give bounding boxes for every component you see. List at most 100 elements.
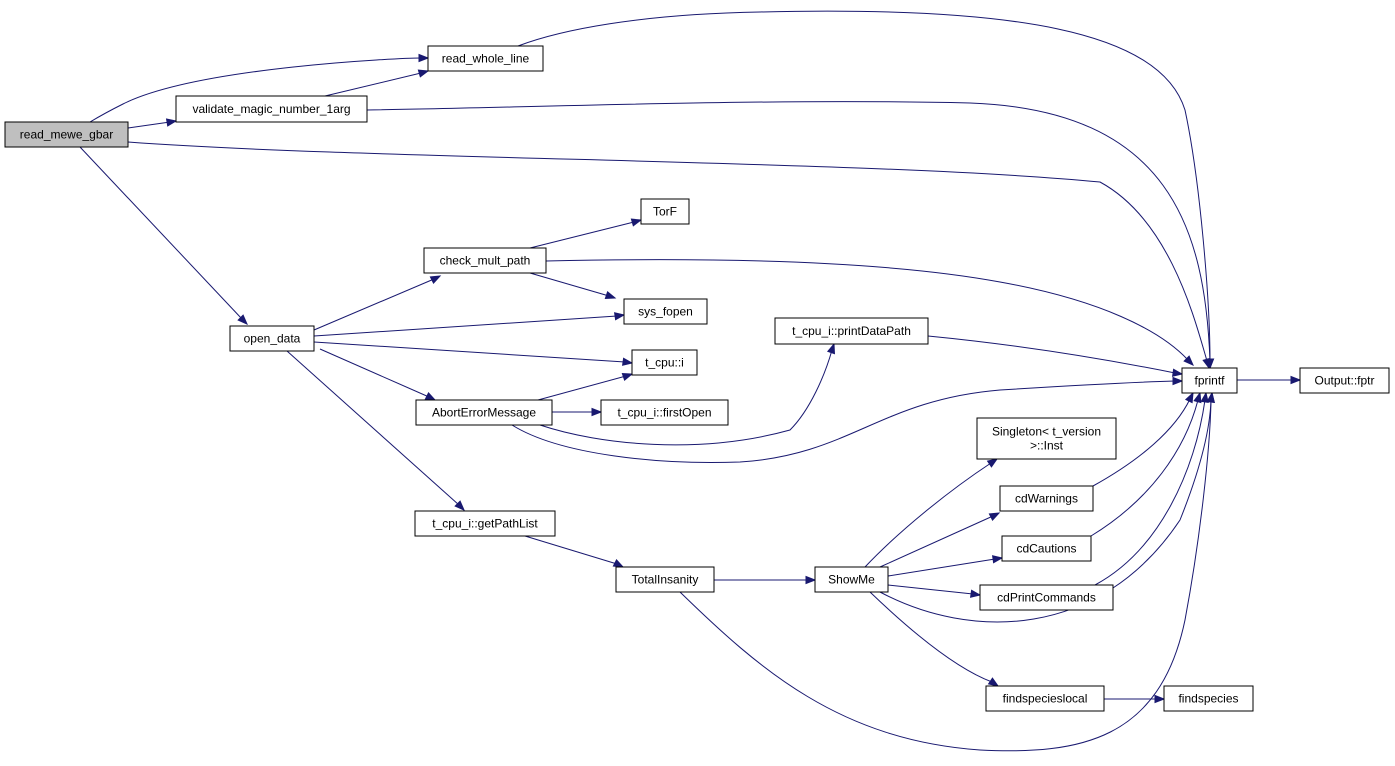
edge-line: [545, 259, 1189, 361]
arrowhead-icon: [969, 589, 982, 598]
edge-t-cpu-i-getpathlist-to-totalinsanity: [524, 535, 625, 568]
arrowhead-icon: [1193, 391, 1202, 404]
node-label: read_whole_line: [442, 52, 530, 66]
edges-layer: [79, 10, 1302, 752]
node-aborterrormessage[interactable]: AbortErrorMessage: [415, 399, 553, 426]
node-showme[interactable]: ShowMe: [814, 566, 889, 593]
node-label: t_cpu_i::printDataPath: [792, 324, 911, 338]
edge-line: [887, 584, 974, 595]
edge-line: [1094, 399, 1206, 586]
edge-line: [869, 591, 993, 683]
edge-line: [537, 375, 627, 401]
node-open-data[interactable]: open_data: [229, 325, 315, 352]
node-box: [415, 399, 553, 426]
edge-line: [927, 335, 1176, 374]
node-t-cpu-i-firstopen[interactable]: t_cpu_i::firstOpen: [600, 399, 729, 426]
node-cdcautions[interactable]: cdCautions: [1001, 535, 1092, 562]
edge-line: [864, 462, 992, 568]
node-label: validate_magic_number_1arg: [192, 102, 350, 116]
node-label: fprintf: [1194, 374, 1225, 388]
edge-line: [879, 399, 1212, 623]
edge-line: [127, 121, 171, 129]
edge-line: [679, 400, 1212, 752]
node-box: [814, 566, 889, 593]
node-box: [976, 417, 1117, 460]
edge-aborterrormessage-to-fprintf: [511, 376, 1184, 464]
node-label: ShowMe: [828, 573, 875, 587]
node-t-cpu-i-getpathlist[interactable]: t_cpu_i::getPathList: [414, 510, 556, 537]
edge-line: [1092, 398, 1191, 487]
node-box: [985, 685, 1105, 712]
node-box: [423, 247, 547, 274]
node-read-mewe-gbar[interactable]: read_mewe_gbar: [4, 121, 129, 148]
node-label: TotalInsanity: [632, 573, 699, 587]
node-read-whole-line[interactable]: read_whole_line: [427, 45, 544, 72]
edge-line: [313, 315, 618, 337]
node-label: Singleton< t_version: [992, 425, 1101, 439]
arrowhead-icon: [826, 342, 836, 355]
node-box: [1181, 367, 1238, 394]
node-box: [414, 510, 556, 537]
arrowhead-icon: [621, 372, 634, 382]
node-cdwarnings[interactable]: cdWarnings: [999, 485, 1094, 512]
node-label: findspecies: [1178, 692, 1238, 706]
edge-line: [313, 278, 435, 331]
edge-read-mewe-gbar-to-open-data: [79, 146, 248, 325]
arrowhead-icon: [613, 312, 626, 321]
node-cdprintcommands[interactable]: cdPrintCommands: [979, 584, 1114, 611]
node-fprintf[interactable]: fprintf: [1181, 367, 1238, 394]
node-box: [427, 45, 544, 72]
node-box: [1299, 367, 1390, 394]
node-sys-fopen[interactable]: sys_fopen: [623, 298, 708, 325]
edge-line: [517, 10, 1211, 362]
nodes-layer: read_mewe_gbar read_whole_line validate_ma…: [4, 45, 1390, 712]
node-box: [175, 95, 368, 123]
node-label: t_cpu::i: [645, 356, 684, 370]
node-singleton-t-version-inst[interactable]: Singleton< t_version>::Inst: [976, 417, 1117, 460]
edge-open-data-to-t-cpu-i-getpathlist: [286, 350, 465, 511]
node-totalinsanity[interactable]: TotalInsanity: [615, 566, 715, 593]
edge-line: [511, 380, 1176, 464]
arrowhead-icon: [1172, 376, 1184, 386]
node-validate-magic-number-1arg[interactable]: validate_magic_number_1arg: [175, 95, 368, 123]
node-check-mult-path[interactable]: check_mult_path: [423, 247, 547, 274]
node-box: [623, 298, 708, 325]
node-torf[interactable]: TorF: [640, 198, 690, 225]
edge-open-data-to-check-mult-path: [313, 275, 442, 331]
arrowhead-icon: [987, 677, 1000, 687]
arrowhead-icon: [1206, 391, 1215, 404]
node-label: Output::fptr: [1314, 374, 1374, 388]
edge-showme-to-cdwarnings: [879, 512, 1001, 568]
edge-line: [539, 349, 833, 446]
arrowhead-icon: [604, 290, 617, 300]
node-box: [979, 584, 1114, 611]
edge-line: [324, 72, 422, 97]
edge-line: [89, 57, 422, 123]
node-box: [1163, 685, 1254, 712]
edge-line: [286, 350, 460, 506]
arrowhead-icon: [991, 555, 1004, 564]
node-findspecieslocal[interactable]: findspecieslocal: [985, 685, 1105, 712]
arrowhead-icon: [986, 458, 999, 468]
node-label: >::Inst: [1030, 439, 1064, 453]
edge-showme-to-fprintf: [879, 391, 1215, 623]
edge-line: [127, 141, 1208, 362]
edge-read-mewe-gbar-to-validate-magic-number-1arg: [127, 118, 178, 129]
edge-line: [79, 146, 243, 320]
node-output-fptr[interactable]: Output::fptr: [1299, 367, 1390, 394]
arrowhead-icon: [1183, 355, 1194, 366]
edge-cdwarnings-to-fprintf: [1092, 391, 1194, 487]
node-t-cpu-i-printdatapath[interactable]: t_cpu_i::printDataPath: [774, 317, 929, 345]
edge-line: [887, 558, 996, 577]
edge-read-mewe-gbar-to-read-whole-line: [89, 53, 430, 123]
node-label: cdPrintCommands: [997, 591, 1096, 605]
node-label: sys_fopen: [638, 305, 693, 319]
arrowhead-icon: [418, 53, 430, 63]
edge-validate-magic-number-1arg-to-fprintf: [366, 101, 1215, 370]
node-findspecies[interactable]: findspecies: [1163, 685, 1254, 712]
arrowhead-icon: [591, 407, 603, 417]
node-t-cpu-i[interactable]: t_cpu::i: [631, 349, 698, 376]
edge-showme-to-singleton-t-version-inst: [864, 458, 999, 568]
node-label: t_cpu_i::firstOpen: [617, 406, 711, 420]
edge-cdprintcommands-to-fprintf: [1094, 391, 1209, 586]
